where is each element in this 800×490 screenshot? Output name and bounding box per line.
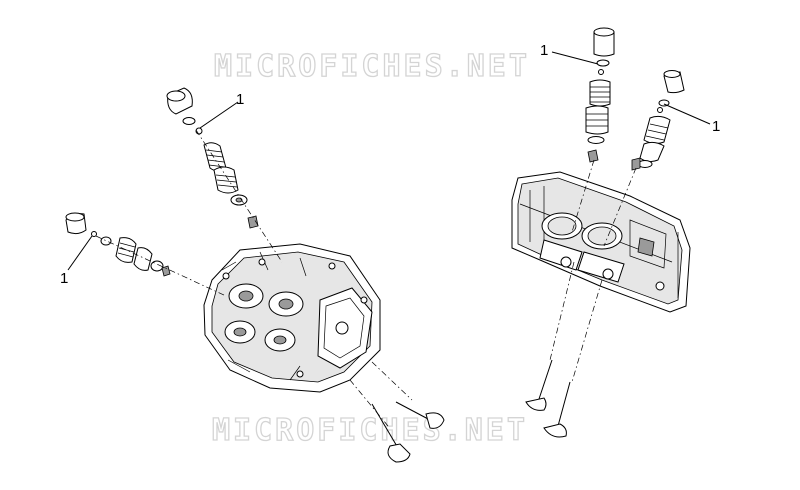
right-exhaust-valve xyxy=(543,279,603,438)
left-intake-valve xyxy=(349,379,411,463)
callout-label: 1 xyxy=(540,42,548,59)
right-side-valve-assembly xyxy=(603,70,685,247)
watermark-bottom: MICROFICHES.NET xyxy=(212,413,528,448)
callout-right-top: 1 xyxy=(540,42,599,65)
callout-label: 1 xyxy=(236,91,244,108)
callout-label: 1 xyxy=(60,270,68,287)
watermark-top: MICROFICHES.NET xyxy=(214,49,530,84)
left-cylinder-head xyxy=(203,243,381,393)
callout-left-top: 1 xyxy=(199,91,244,129)
callout-label: 1 xyxy=(712,118,720,135)
left-upper-valve-assembly xyxy=(166,87,283,263)
left-lower-valve-assembly xyxy=(65,212,227,297)
callout-left-bottom: 1 xyxy=(60,235,93,287)
right-cylinder-head xyxy=(511,171,691,313)
callout-right-side: 1 xyxy=(663,103,720,135)
right-intake-valve xyxy=(525,261,575,411)
left-exhaust-valve xyxy=(371,361,445,429)
right-upper-valve-assembly xyxy=(571,27,615,233)
